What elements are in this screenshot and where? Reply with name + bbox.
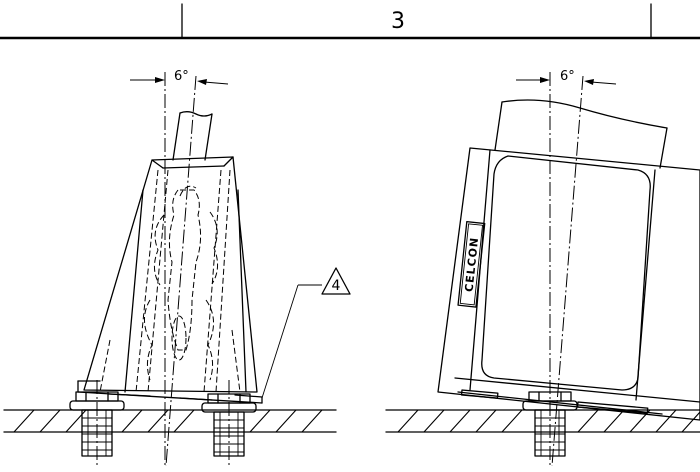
left-ground <box>3 409 337 433</box>
right-ground <box>385 409 700 433</box>
left-housing <box>83 156 258 393</box>
zone-number: 3 <box>391 9 405 34</box>
callout-4: 4 <box>261 267 351 399</box>
left-rod <box>172 111 213 161</box>
callout-number: 4 <box>332 278 341 294</box>
right-housing <box>437 147 700 421</box>
left-hidden-clip <box>99 169 241 393</box>
right-logo: CELCON <box>457 220 486 308</box>
left-bolt-2 <box>201 380 257 466</box>
left-tilt-label: 6° <box>174 69 189 84</box>
left-bolt-1 <box>69 380 125 466</box>
left-tilt-dimension: 6° <box>130 69 229 85</box>
left-tilted-centerline <box>165 75 197 467</box>
left-view: 6° <box>3 69 351 467</box>
celcon-logo: CELCON <box>463 236 482 292</box>
right-view: 6° CELCON <box>385 69 700 467</box>
right-bolt <box>522 391 578 457</box>
title-strip: 3 <box>0 3 700 40</box>
right-tilt-dimension: 6° <box>516 69 617 85</box>
right-tilt-label: 6° <box>560 69 575 84</box>
left-base-flange <box>77 380 263 404</box>
right-upper-body <box>494 99 668 169</box>
